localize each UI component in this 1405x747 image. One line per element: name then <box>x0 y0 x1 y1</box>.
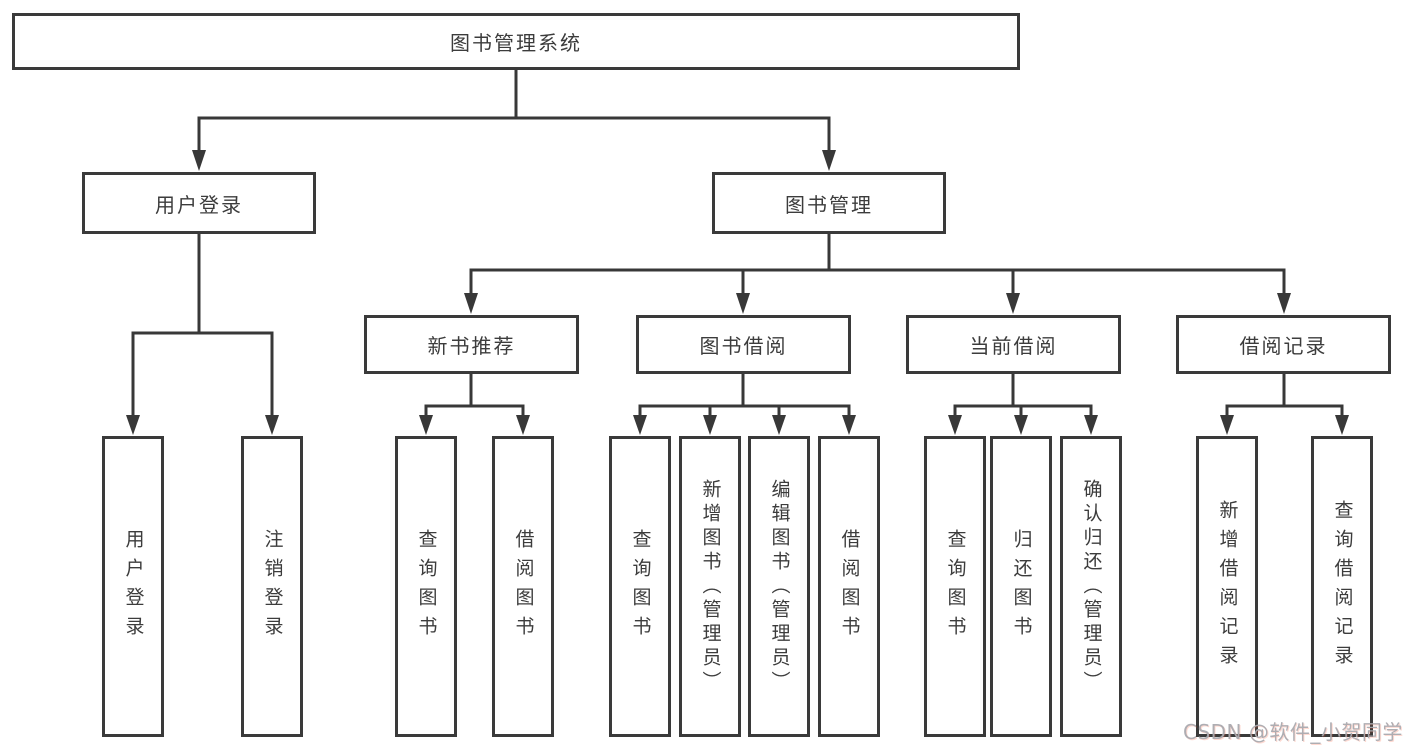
csdn-watermark: CSDN @软件_小贺同学 <box>1183 720 1403 744</box>
node-user-login-module: 用户登录 <box>82 172 316 234</box>
leaf-edit-books-admin: 编辑图书（管理员） <box>748 436 810 737</box>
node-label: 查询借阅记录 <box>1331 499 1354 674</box>
node-label: 归还图书 <box>1010 528 1033 645</box>
node-label: 新书推荐 <box>427 334 516 358</box>
leaf-add-borrow-record: 新增借阅记录 <box>1196 436 1258 737</box>
node-label: 借阅记录 <box>1239 334 1328 358</box>
leaf-borrow-books: 借阅图书 <box>818 436 880 737</box>
node-label: 图书借阅 <box>699 334 788 358</box>
leaf-logout: 注销登录 <box>241 436 303 737</box>
node-label: 用户登录 <box>122 528 145 645</box>
node-new-book-recommend: 新书推荐 <box>364 315 579 374</box>
leaf-return-books: 归还图书 <box>990 436 1052 737</box>
leaf-add-books-admin: 新增图书（管理员） <box>679 436 741 737</box>
leaf-confirm-return-admin: 确认归还（管理员） <box>1060 436 1122 737</box>
leaf-user-login: 用户登录 <box>102 436 164 737</box>
node-label: 确认归还（管理员） <box>1080 478 1103 695</box>
node-label: 当前借阅 <box>969 334 1058 358</box>
node-label: 图书管理 <box>785 192 873 217</box>
node-label: 借阅图书 <box>512 528 535 645</box>
node-book-borrow: 图书借阅 <box>636 315 851 374</box>
node-label: 借阅图书 <box>838 528 861 645</box>
node-label: 查询图书 <box>629 528 652 645</box>
node-borrow-records: 借阅记录 <box>1176 315 1391 374</box>
node-label: 编辑图书（管理员） <box>768 478 791 695</box>
node-root-system: 图书管理系统 <box>12 13 1020 70</box>
node-label: 注销登录 <box>261 528 284 645</box>
node-current-borrow: 当前借阅 <box>906 315 1121 374</box>
node-label: 新增图书（管理员） <box>699 478 722 695</box>
leaf-query-borrow-record: 查询借阅记录 <box>1311 436 1373 737</box>
node-label: 查询图书 <box>944 528 967 645</box>
leaf-query-books-borrow: 查询图书 <box>609 436 671 737</box>
node-label: 图书管理系统 <box>450 31 582 55</box>
node-label: 查询图书 <box>415 528 438 645</box>
leaf-query-books-recommend: 查询图书 <box>395 436 457 737</box>
leaf-query-books-current: 查询图书 <box>924 436 986 737</box>
node-label: 新增借阅记录 <box>1216 499 1239 674</box>
node-book-management-module: 图书管理 <box>712 172 946 234</box>
leaf-borrow-books-recommend: 借阅图书 <box>492 436 554 737</box>
node-label: 用户登录 <box>155 192 243 217</box>
